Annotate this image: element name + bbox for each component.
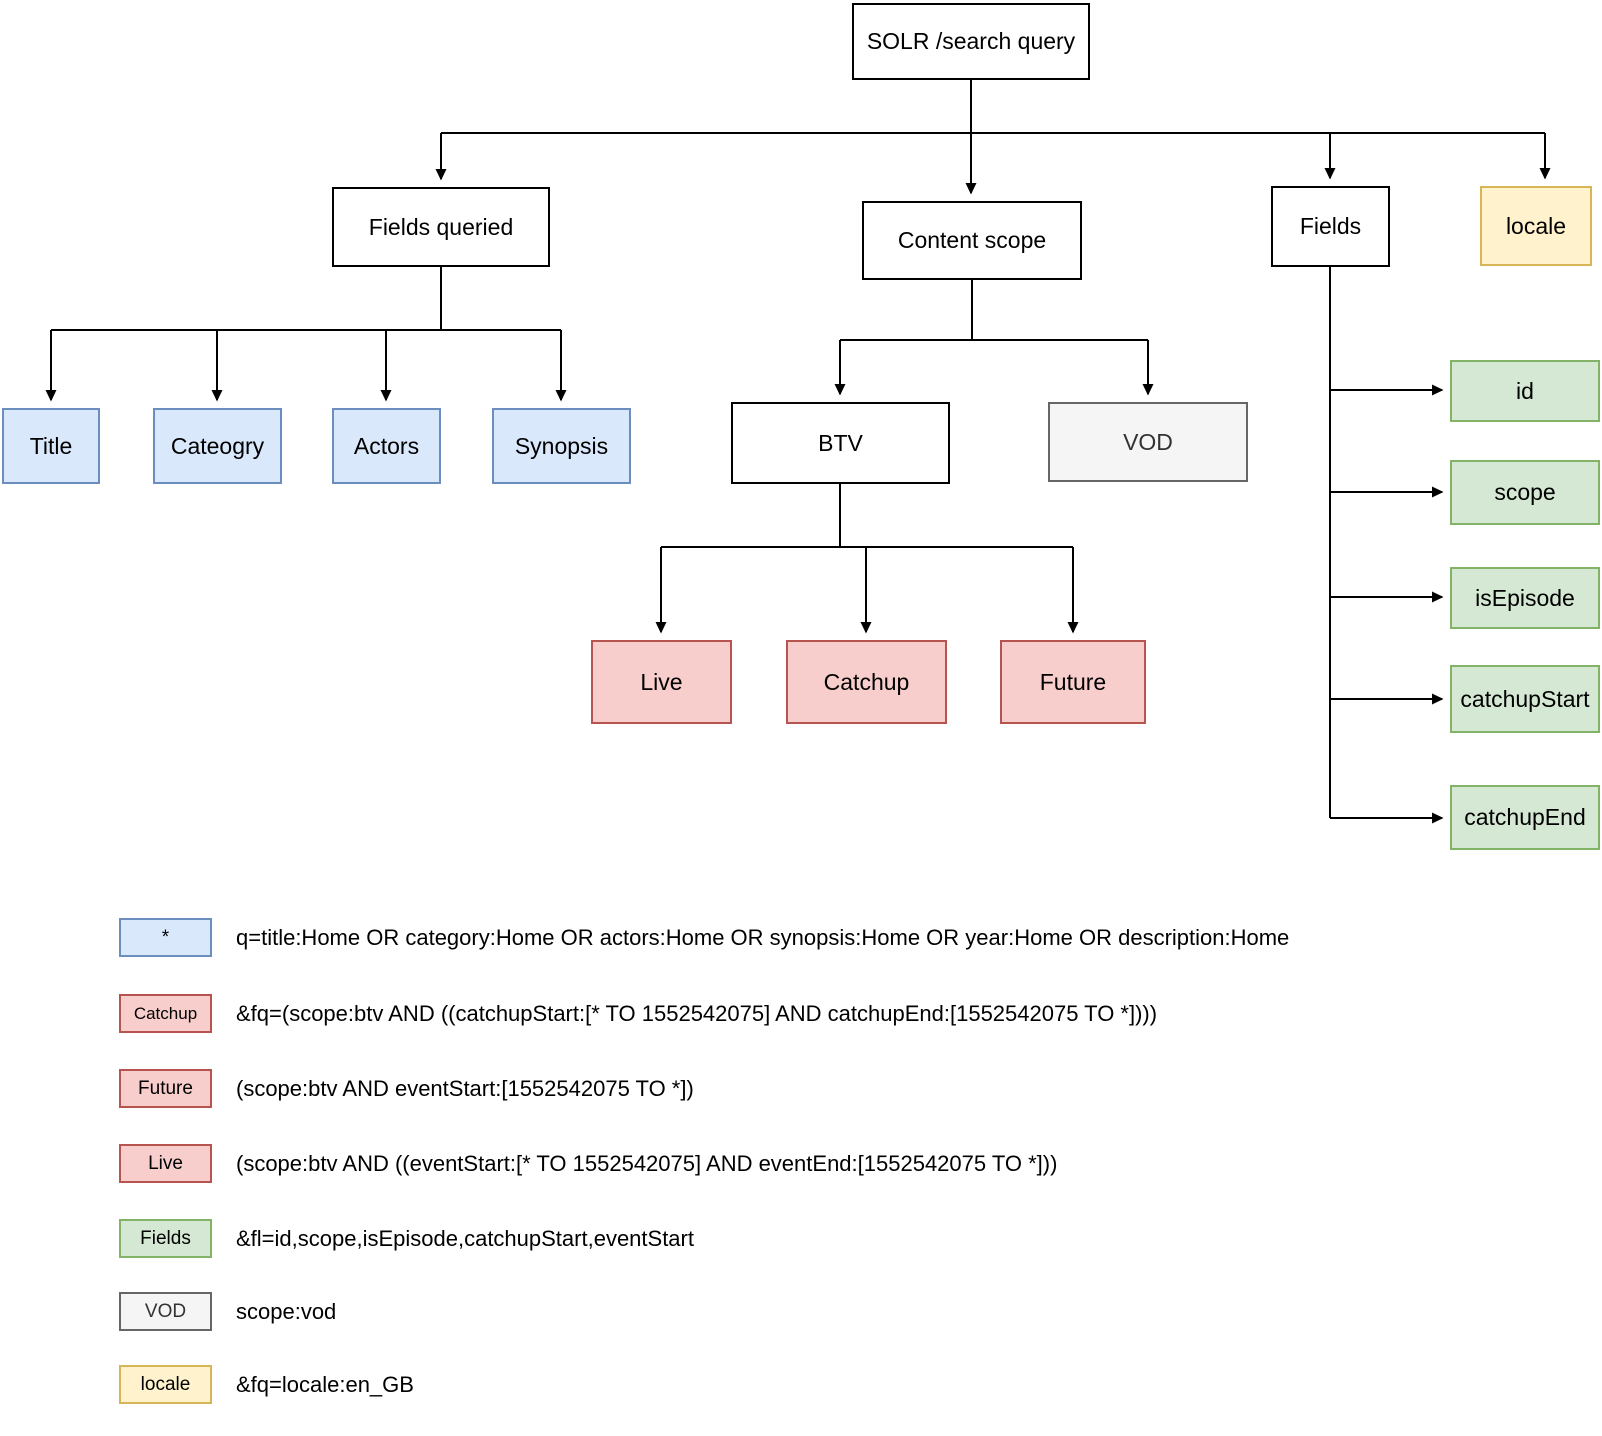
node-root: SOLR /search query bbox=[852, 3, 1090, 80]
node-fields-queried: Fields queried bbox=[332, 187, 550, 267]
node-catchupstart: catchupStart bbox=[1450, 665, 1600, 733]
legend-text-vod: scope:vod bbox=[236, 1298, 337, 1324]
node-content-scope: Content scope bbox=[862, 201, 1082, 280]
node-isepisode: isEpisode bbox=[1450, 567, 1600, 629]
node-btv: BTV bbox=[731, 402, 950, 484]
legend-row-future: Future (scope:btv AND eventStart:[155254… bbox=[119, 1069, 694, 1108]
legend-swatch-catchup: Catchup bbox=[119, 994, 212, 1033]
legend-row-fields: Fields &fl=id,scope,isEpisode,catchupSta… bbox=[119, 1219, 694, 1258]
legend-swatch-fields: Fields bbox=[119, 1219, 212, 1258]
legend-text-live: (scope:btv AND ((eventStart:[* TO 155254… bbox=[236, 1150, 1058, 1176]
node-live: Live bbox=[591, 640, 732, 724]
node-actors: Actors bbox=[332, 408, 441, 484]
node-locale: locale bbox=[1480, 186, 1592, 266]
legend-swatch-wildcard: * bbox=[119, 918, 212, 957]
legend-row-catchup: Catchup &fq=(scope:btv AND ((catchupStar… bbox=[119, 994, 1157, 1033]
node-synopsis: Synopsis bbox=[492, 408, 631, 484]
legend-swatch-future: Future bbox=[119, 1069, 212, 1108]
legend-row-locale: locale &fq=locale:en_GB bbox=[119, 1365, 414, 1404]
legend-text-locale: &fq=locale:en_GB bbox=[236, 1371, 414, 1397]
legend-swatch-locale: locale bbox=[119, 1365, 212, 1404]
legend-text-wildcard: q=title:Home OR category:Home OR actors:… bbox=[236, 924, 1290, 950]
legend-text-future: (scope:btv AND eventStart:[1552542075 TO… bbox=[236, 1075, 694, 1101]
legend-row-live: Live (scope:btv AND ((eventStart:[* TO 1… bbox=[119, 1144, 1057, 1183]
legend-text-catchup: &fq=(scope:btv AND ((catchupStart:[* TO … bbox=[236, 1000, 1158, 1026]
node-vod: VOD bbox=[1048, 402, 1248, 482]
node-id: id bbox=[1450, 360, 1600, 422]
node-fields: Fields bbox=[1271, 186, 1390, 267]
node-title: Title bbox=[2, 408, 100, 484]
legend-swatch-vod: VOD bbox=[119, 1292, 212, 1331]
legend-row-wildcard: * q=title:Home OR category:Home OR actor… bbox=[119, 918, 1289, 957]
node-cateogry: Cateogry bbox=[153, 408, 282, 484]
node-scope: scope bbox=[1450, 460, 1600, 525]
legend-swatch-live: Live bbox=[119, 1144, 212, 1183]
legend-row-vod: VOD scope:vod bbox=[119, 1292, 336, 1331]
legend-text-fields: &fl=id,scope,isEpisode,catchupStart,even… bbox=[236, 1225, 694, 1251]
node-future: Future bbox=[1000, 640, 1146, 724]
node-catchupend: catchupEnd bbox=[1450, 785, 1600, 850]
node-catchup: Catchup bbox=[786, 640, 947, 724]
